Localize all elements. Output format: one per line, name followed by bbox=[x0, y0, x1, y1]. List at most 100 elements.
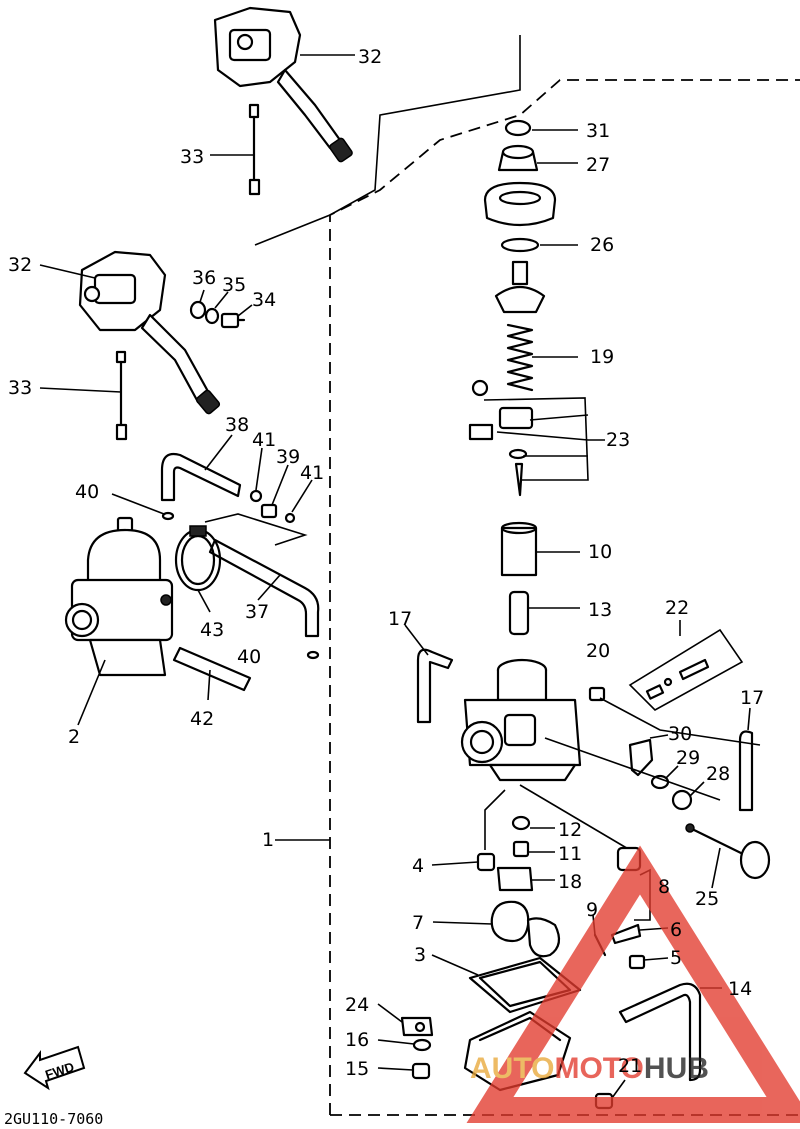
callout-5: 5 bbox=[670, 947, 682, 969]
callout-32-left: 32 bbox=[8, 254, 32, 276]
callout-21: 21 bbox=[618, 1055, 642, 1077]
callout-24: 24 bbox=[345, 994, 369, 1016]
callout-36: 36 bbox=[192, 267, 216, 289]
hose-clamp-43 bbox=[174, 525, 222, 613]
callout-40-lower: 40 bbox=[237, 646, 261, 668]
callout-30: 30 bbox=[668, 723, 692, 745]
callout-29: 29 bbox=[676, 747, 700, 769]
callout-8: 8 bbox=[658, 876, 670, 898]
callout-17-right: 17 bbox=[740, 687, 764, 709]
needle-jet-13 bbox=[508, 590, 580, 636]
throttle-wire-left bbox=[39, 350, 128, 441]
callout-39: 39 bbox=[276, 446, 300, 468]
callout-26: 26 bbox=[590, 234, 614, 256]
leader-link-c bbox=[519, 784, 631, 851]
callout-41-left: 41 bbox=[252, 429, 276, 451]
callout-2: 2 bbox=[68, 726, 80, 748]
callout-14: 14 bbox=[728, 978, 752, 1000]
hose-42 bbox=[172, 646, 252, 701]
spring-19 bbox=[506, 323, 578, 392]
callout-42: 42 bbox=[190, 708, 214, 730]
callout-7: 7 bbox=[412, 912, 424, 934]
throttle-wire-top bbox=[210, 103, 261, 196]
clip-40-lower bbox=[306, 650, 320, 660]
callout-9: 9 bbox=[586, 899, 598, 921]
callout-13: 13 bbox=[588, 599, 612, 621]
washer-12 bbox=[511, 815, 555, 831]
cable-junction-left bbox=[39, 250, 221, 415]
callout-35: 35 bbox=[222, 274, 246, 296]
callout-18: 18 bbox=[558, 871, 582, 893]
callout-12: 12 bbox=[558, 819, 582, 841]
callout-41-right: 41 bbox=[300, 462, 324, 484]
watermark-text-1: AUTO bbox=[470, 1052, 554, 1085]
fittings-39-41 bbox=[204, 447, 313, 546]
watermark-text-3: HUB bbox=[644, 1052, 709, 1085]
callout-40-upper: 40 bbox=[75, 481, 99, 503]
idle-adjust-22 bbox=[628, 620, 744, 711]
float-7 bbox=[432, 900, 561, 958]
watermark-text-2: MOTO bbox=[554, 1052, 643, 1085]
cap-27 bbox=[497, 144, 578, 172]
callout-1: 1 bbox=[262, 829, 274, 851]
screw-washers-34-36 bbox=[189, 289, 253, 329]
callout-31: 31 bbox=[586, 120, 610, 142]
jet-11 bbox=[512, 840, 555, 858]
throttle-valve-10 bbox=[500, 521, 580, 577]
callout-17-left: 17 bbox=[388, 608, 412, 630]
screw-5 bbox=[628, 954, 669, 970]
starter-plunger-cap bbox=[494, 260, 546, 314]
leader-link-a bbox=[599, 697, 761, 746]
callout-4: 4 bbox=[412, 855, 424, 877]
cable-junction-top bbox=[213, 6, 355, 163]
clip-40-upper bbox=[111, 493, 175, 521]
plate-18 bbox=[496, 866, 555, 892]
drawing-number: 2GU110-7060 bbox=[4, 1110, 103, 1128]
callout-15: 15 bbox=[345, 1058, 369, 1080]
callout-33-top: 33 bbox=[180, 146, 204, 168]
callout-27: 27 bbox=[586, 154, 610, 176]
needle-parts-23 bbox=[468, 379, 605, 497]
callout-11: 11 bbox=[558, 843, 582, 865]
throttle-stop-screw-25 bbox=[685, 823, 771, 889]
callout-labels: 32 33 31 27 26 32 36 35 34 19 33 38 23 4… bbox=[8, 46, 764, 1080]
o-ring-26 bbox=[500, 237, 578, 253]
callout-19: 19 bbox=[590, 346, 614, 368]
callout-22: 22 bbox=[665, 597, 689, 619]
callout-43: 43 bbox=[200, 619, 224, 641]
vent-hose-38 bbox=[160, 434, 242, 502]
callout-6: 6 bbox=[670, 919, 682, 941]
callout-33-left: 33 bbox=[8, 377, 32, 399]
watermark: AUTOMOTOHUB bbox=[466, 845, 800, 1123]
pilot-screw-20 bbox=[588, 686, 606, 702]
callout-20: 20 bbox=[586, 640, 610, 662]
upper-link-line bbox=[254, 35, 521, 246]
callout-23: 23 bbox=[606, 429, 630, 451]
washer-31 bbox=[504, 119, 578, 137]
bracket-30 bbox=[628, 734, 669, 777]
washer-16 bbox=[377, 1038, 432, 1052]
main-jet-4 bbox=[431, 852, 496, 872]
fwd-arrow-icon: FWD bbox=[23, 1045, 86, 1091]
screw-15 bbox=[377, 1062, 431, 1080]
callout-3: 3 bbox=[414, 944, 426, 966]
svg-text:AUTOMOTOHUB: AUTOMOTOHUB bbox=[470, 1052, 709, 1085]
callout-25: 25 bbox=[695, 888, 719, 910]
callout-32-top: 32 bbox=[358, 46, 382, 68]
carburetor-body-center bbox=[460, 658, 582, 782]
callout-34: 34 bbox=[252, 289, 276, 311]
callout-10: 10 bbox=[588, 541, 612, 563]
mixing-chamber-top bbox=[483, 181, 557, 227]
bolt-28 bbox=[671, 781, 705, 811]
overflow-tube-17-right bbox=[738, 707, 754, 812]
bracket-24 bbox=[377, 1003, 434, 1037]
callout-38: 38 bbox=[225, 414, 249, 436]
clip-6 bbox=[610, 923, 669, 945]
carburetor-assembly-left bbox=[64, 516, 174, 726]
overflow-tube-17-left bbox=[404, 624, 454, 724]
leader-link-b bbox=[544, 737, 721, 801]
callout-16: 16 bbox=[345, 1029, 369, 1051]
leader-link-d bbox=[484, 789, 506, 850]
callout-28: 28 bbox=[706, 763, 730, 785]
